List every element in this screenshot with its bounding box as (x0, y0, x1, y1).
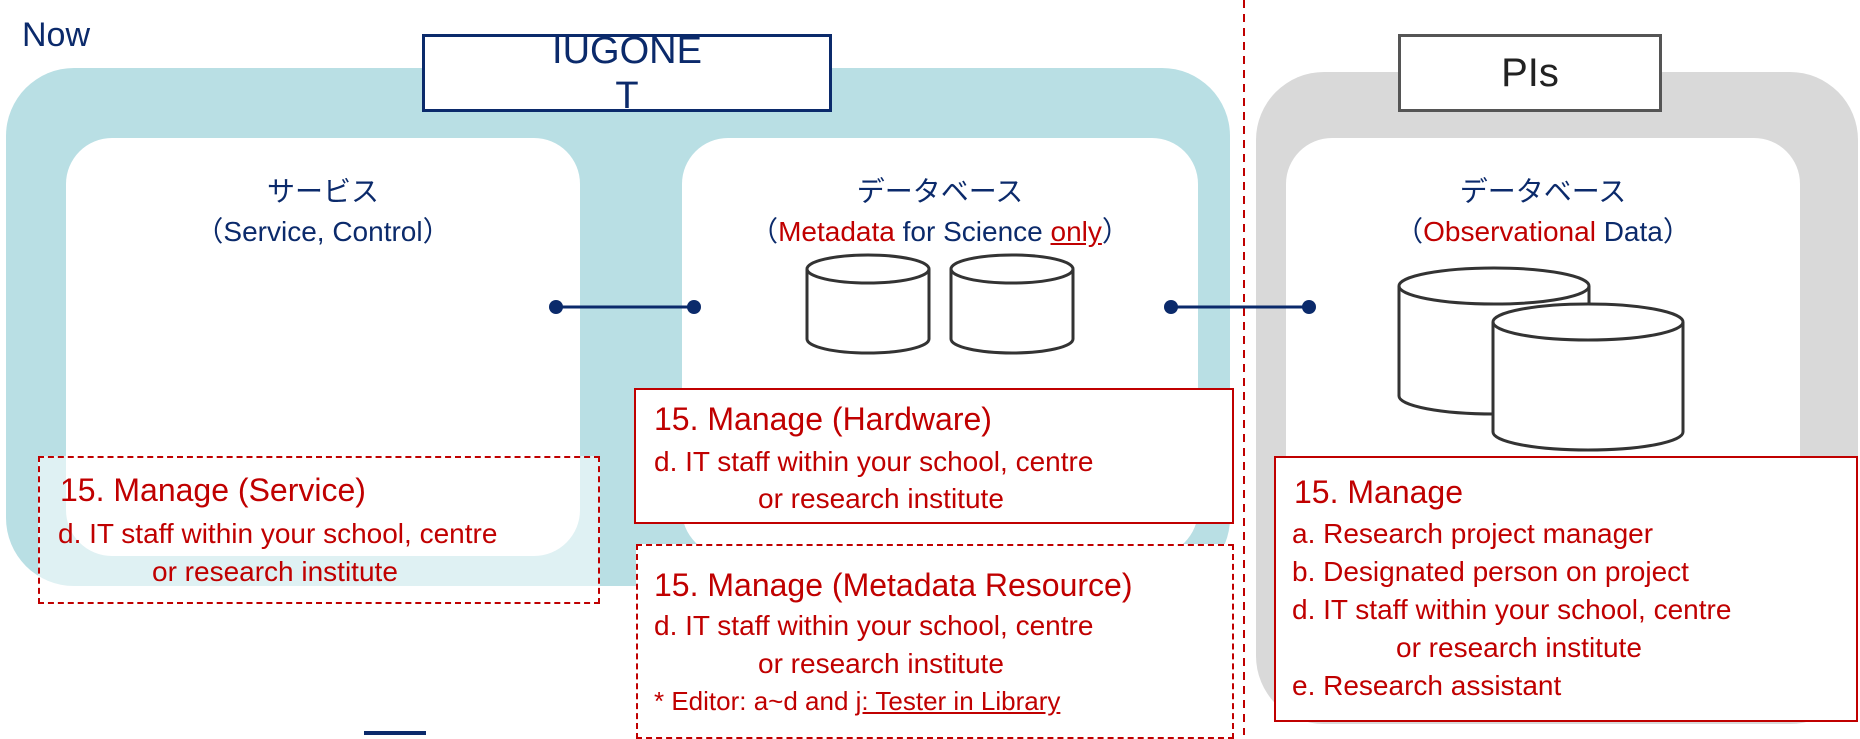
manage-hardware-title: 15. Manage (Hardware) (654, 401, 992, 437)
observational-db-subtitle: （Observational Data） (1286, 210, 1800, 250)
service-title: サービス (266, 176, 379, 207)
manage-pis-item-b: b. Designated person on project (1292, 556, 1689, 587)
manage-metadata-resource-panel (636, 544, 1234, 739)
metadata-open-paren: （ (750, 216, 779, 247)
iugonet-title-line2: T (615, 75, 639, 117)
metadata-middle: for Science (894, 216, 1051, 247)
editor-link: j: Tester in Library (855, 686, 1061, 716)
now-label: Now (22, 16, 91, 54)
manage-pis-panel (1274, 456, 1858, 722)
metadata-db-title: データベース (856, 176, 1024, 207)
navy-mark (364, 731, 426, 735)
manage-service-line2: or research institute (152, 556, 398, 587)
manage-service-title: 15. Manage (Service) (60, 472, 366, 508)
database-cylinder-icon (1491, 302, 1685, 452)
pis-header (1398, 34, 1662, 112)
manage-hardware-panel (634, 388, 1234, 524)
iugonet-header (422, 34, 832, 112)
manage-pis-item-a: a. Research project manager (1292, 518, 1654, 549)
manage-pis-item-d-cont: or research institute (1396, 632, 1642, 663)
manage-service-line1: d. IT staff within your school, centre (58, 518, 498, 549)
manage-service-panel (38, 456, 600, 604)
metadata-highlight: Metadata (778, 216, 895, 247)
service-subtitle: （Service, Control） (195, 216, 451, 247)
manage-metadata-resource-line2: or research institute (758, 648, 1004, 679)
connector-metadata-observational (1164, 300, 1316, 314)
metadata-db-subtitle: （Metadata for Science only） (682, 210, 1198, 250)
manage-metadata-resource-line1: d. IT staff within your school, centre (654, 610, 1094, 641)
manage-hardware-line2: or research institute (758, 483, 1004, 514)
manage-metadata-resource-title: 15. Manage (Metadata Resource) (654, 567, 1133, 603)
observational-open-paren: （ (1395, 216, 1424, 247)
manage-pis-title: 15. Manage (1294, 474, 1464, 510)
connector-service-metadata (549, 300, 701, 314)
manage-metadata-resource-editor: * Editor: a~d and j: Tester in Library (654, 686, 1060, 717)
manage-pis-item-e: e. Research assistant (1292, 670, 1562, 701)
manage-pis-item-d: d. IT staff within your school, centre (1292, 594, 1732, 625)
manage-hardware-line1: d. IT staff within your school, centre (654, 446, 1094, 477)
metadata-only: only (1050, 216, 1102, 247)
metadata-close-paren: ） (1101, 216, 1130, 247)
observational-highlight: Observational (1423, 216, 1596, 247)
database-cylinder-icon (949, 253, 1075, 355)
editor-prefix: * Editor: a~d and (654, 686, 856, 716)
database-cylinder-icon (805, 253, 931, 355)
observational-db-title: データベース (1459, 176, 1627, 207)
pis-title: PIs (1501, 51, 1559, 95)
observational-rest: Data） (1595, 216, 1691, 247)
iugonet-title-line1: IUGONE (552, 30, 702, 72)
